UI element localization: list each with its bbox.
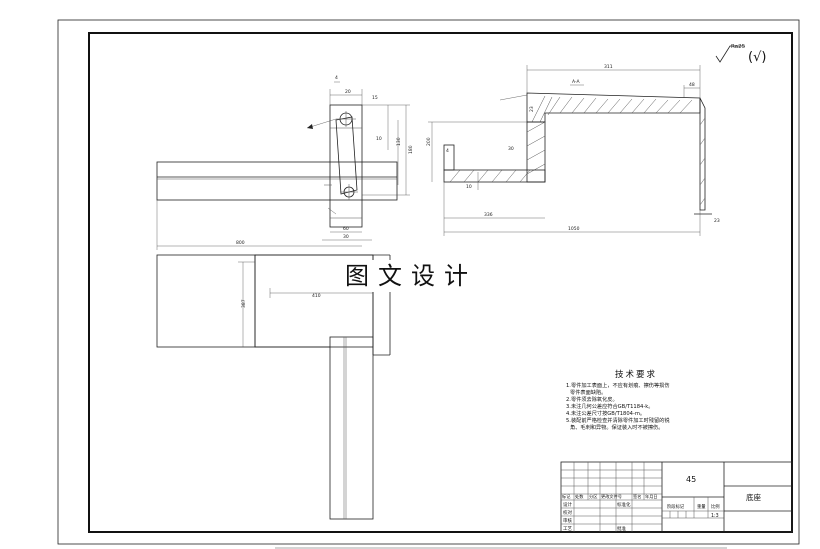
- tb-approve: 批准: [617, 525, 626, 532]
- tb-material: 45: [686, 475, 696, 484]
- tb-col-2: 分区: [589, 493, 597, 500]
- dim-20: 20: [345, 89, 351, 95]
- dim-vert-right: 23: [529, 106, 535, 112]
- tb-scale-label: 比例: [711, 503, 720, 510]
- front-view: 4 15 20 10 130 180 60 30 800: [156, 75, 414, 250]
- tb-col-5: 年月日: [645, 493, 658, 500]
- dim-387: 387: [241, 299, 247, 308]
- roughness-value: Ra25: [731, 44, 746, 50]
- dim-130: 130: [396, 137, 402, 146]
- roughness-paren: (√): [748, 50, 766, 65]
- tech-req-item: 零件表面缺陷。: [570, 390, 607, 396]
- tb-audit: 审核: [563, 517, 572, 524]
- tech-req-item: 2.零件须去除氧化皮。: [566, 397, 618, 403]
- inner-frame: [88, 32, 793, 533]
- tb-col-3: 更改文件号: [601, 493, 622, 500]
- dim-15: 15: [372, 95, 378, 101]
- watermark-text: 图文设计: [322, 260, 500, 292]
- dim-center: 30: [343, 234, 349, 240]
- dim-200: 200: [426, 137, 432, 146]
- dim-1050: 1050: [568, 226, 580, 232]
- tb-check: 校对: [563, 509, 572, 516]
- tb-weight-label: 重量: [697, 503, 706, 510]
- tb-col-1: 处数: [575, 493, 584, 500]
- dim-leg: 4: [446, 148, 449, 154]
- tb-scale: 1:3: [711, 513, 719, 519]
- top-view: 387 410: [156, 254, 391, 520]
- dim-336: 336: [484, 212, 493, 218]
- tb-design: 设计: [563, 501, 572, 508]
- tb-stage-label: 阶段标记: [667, 503, 685, 510]
- section-label: A-A: [572, 79, 581, 85]
- tb-process: 工艺: [563, 526, 572, 532]
- dim-30: 30: [508, 146, 514, 152]
- dim-23: 23: [714, 218, 720, 224]
- dim-60: 60: [343, 226, 349, 232]
- dim-10: 10: [376, 136, 382, 142]
- dim-4: 4: [335, 75, 338, 81]
- dim-410: 410: [312, 293, 321, 299]
- tb-standardization: 标准化: [617, 501, 631, 508]
- title-block: 标记 处数 分区 更改文件号 签名 年月日 设计 标准化 校对 审核 工艺 批准…: [560, 461, 793, 533]
- outer-border: [57, 19, 800, 545]
- tech-req-item: 4.未注公差尺寸按GB/T1804-m。: [566, 411, 646, 417]
- tb-col-0: 标记: [562, 493, 571, 500]
- tech-req-title: 技术要求: [614, 370, 657, 380]
- roughness-symbol: Ra25 (√): [715, 44, 766, 65]
- technical-requirements: 技术要求 1.零件加工表面上，不应有划痕、擦伤等损伤 零件表面缺陷。 2.零件须…: [566, 368, 706, 432]
- tb-col-4: 签名: [633, 493, 641, 500]
- tb-part-name: 底座: [746, 492, 761, 502]
- dim-base: 10: [466, 184, 472, 190]
- dim-180: 180: [408, 145, 414, 154]
- section-view: 311 A-A 48 200 23 30 336 1050 23 10 4: [426, 64, 720, 236]
- tech-req-item: 5.装配前严格检查并清除零件加工时残留的锐: [566, 418, 670, 424]
- tech-req-item: 3.未注几何公差应符合GB/T1184-k。: [566, 404, 654, 410]
- dim-311: 311: [604, 64, 613, 70]
- dim-800: 800: [236, 240, 245, 246]
- dim-48: 48: [689, 82, 695, 88]
- tech-req-item: 角、毛刺和异物。保证装入时不被擦伤。: [570, 425, 664, 431]
- tech-req-item: 1.零件加工表面上，不应有划痕、擦伤等损伤: [566, 383, 670, 389]
